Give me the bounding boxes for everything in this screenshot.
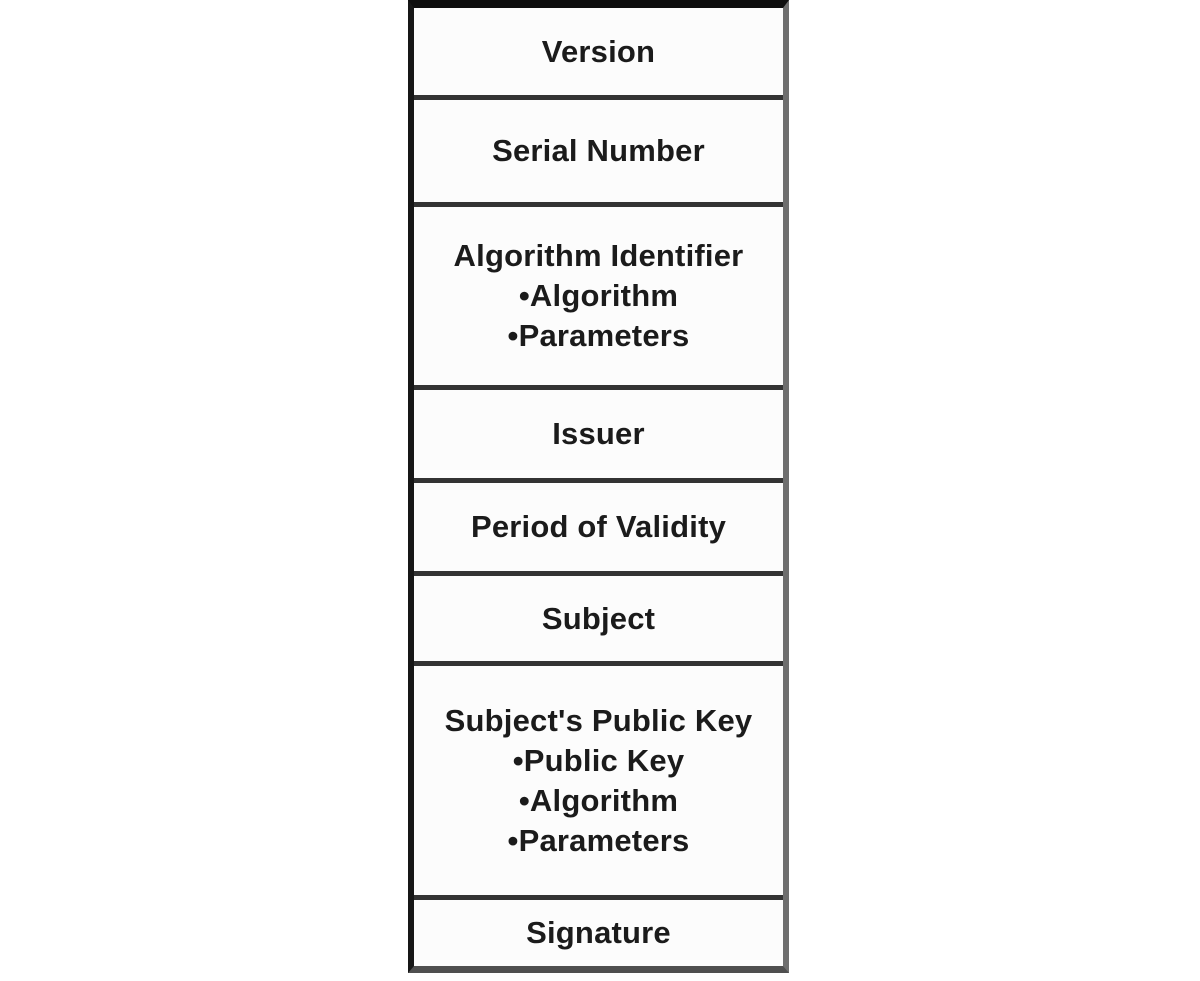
field-label: Subject bbox=[541, 600, 656, 636]
field-label: Subject's Public Key bbox=[444, 702, 753, 738]
bullet-item-parameters: •Parameters bbox=[507, 318, 690, 353]
field-subject: Subject bbox=[414, 576, 783, 666]
field-label: Version bbox=[541, 33, 656, 69]
bullet-item-public-key: •Public Key bbox=[512, 742, 685, 778]
field-serial-number: Serial Number bbox=[414, 100, 783, 207]
bullet-item-algorithm: •Algorithm bbox=[518, 782, 679, 818]
field-signature: Signature bbox=[414, 900, 783, 966]
field-label: Period of Validity bbox=[470, 509, 727, 544]
field-label: Signature bbox=[526, 915, 671, 950]
field-issuer: Issuer bbox=[414, 390, 783, 483]
field-version: Version bbox=[414, 8, 783, 100]
field-label: Serial Number bbox=[492, 133, 705, 168]
field-label: Issuer bbox=[552, 416, 645, 451]
certificate-structure-diagram: Version Serial Number Algorithm Identifi… bbox=[408, 0, 789, 973]
bullet-item-algorithm: •Algorithm bbox=[518, 278, 679, 313]
bullet-item-parameters: •Parameters bbox=[507, 822, 690, 858]
field-period-of-validity: Period of Validity bbox=[414, 483, 783, 576]
field-algorithm-identifier: Algorithm Identifier •Algorithm •Paramet… bbox=[414, 207, 783, 390]
field-label: Algorithm Identifier bbox=[453, 238, 744, 273]
field-subjects-public-key: Subject's Public Key •Public Key •Algori… bbox=[414, 666, 783, 900]
